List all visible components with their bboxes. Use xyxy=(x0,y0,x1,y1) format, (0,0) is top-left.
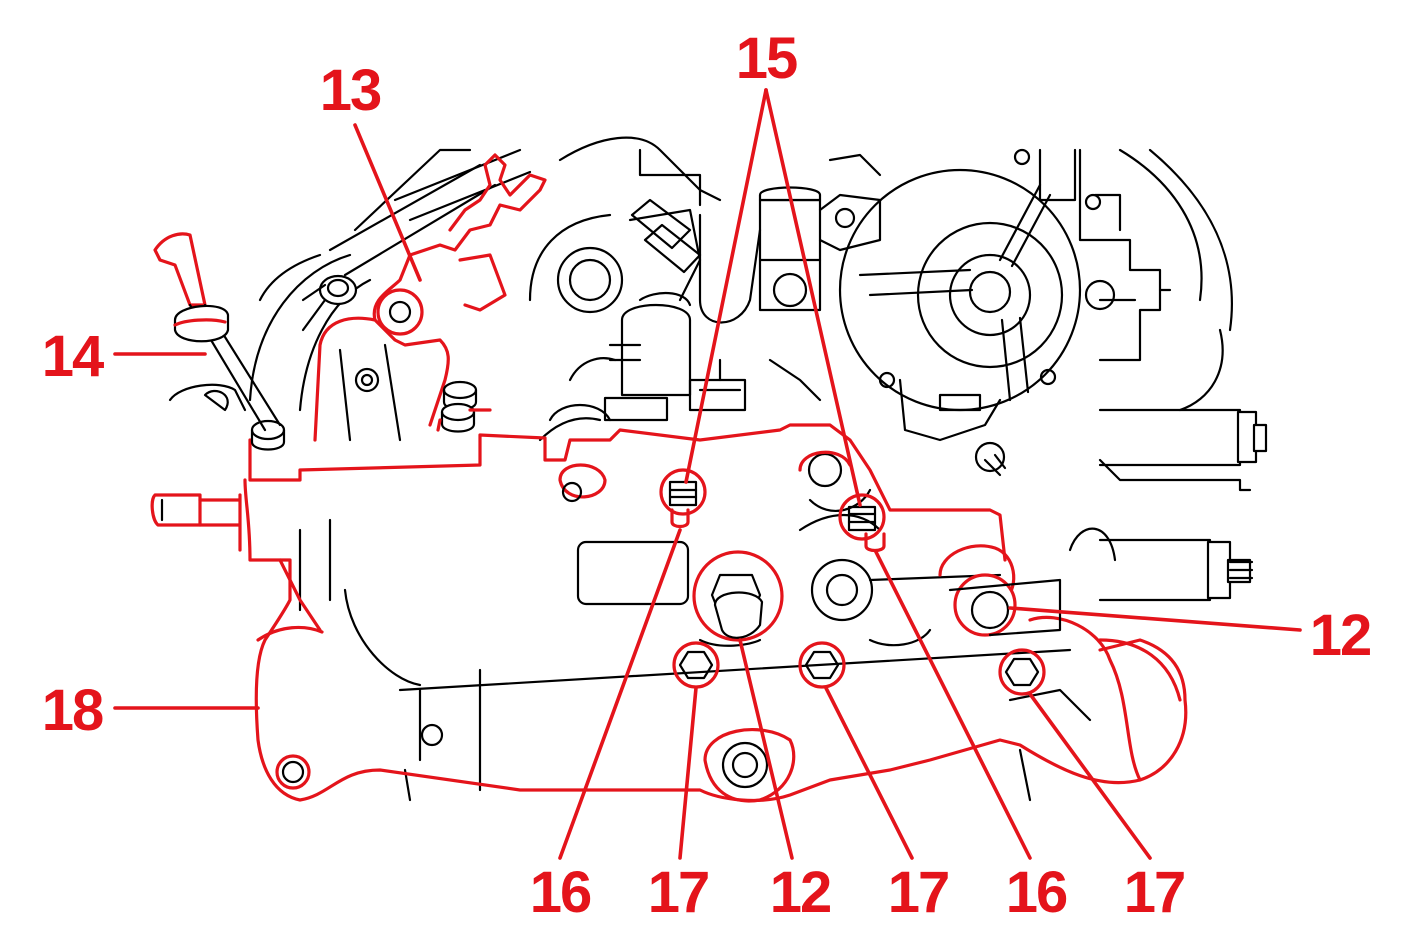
callout-17-b: 17 xyxy=(888,860,949,925)
leader-12-bottom xyxy=(738,638,794,860)
highlighted-components xyxy=(150,153,1188,803)
leader-17-b xyxy=(824,686,914,860)
callout-labels: 15 13 14 18 12 16 17 12 17 16 17 xyxy=(42,26,1373,925)
callout-16-right: 16 xyxy=(1006,860,1067,925)
leader-12-right xyxy=(1008,606,1302,632)
leader-15a xyxy=(684,88,768,484)
callout-13: 13 xyxy=(320,58,381,123)
leader-13 xyxy=(353,123,422,282)
leader-lines xyxy=(113,88,1302,860)
callout-15: 15 xyxy=(736,26,797,91)
leader-15b xyxy=(764,88,862,507)
callout-18: 18 xyxy=(42,678,103,743)
callout-17-a: 17 xyxy=(648,860,709,925)
leader-17-c xyxy=(1028,692,1152,860)
leader-16-left xyxy=(558,528,682,860)
callout-14: 14 xyxy=(42,324,104,389)
upper-housing-outline xyxy=(248,423,1007,562)
leader-16-right xyxy=(874,550,1032,860)
callout-12-right: 12 xyxy=(1310,603,1371,668)
callout-17-c: 17 xyxy=(1124,860,1185,925)
callout-12-bottom: 12 xyxy=(770,860,831,925)
housing-outline xyxy=(243,478,1188,803)
leader-17-a xyxy=(678,686,698,860)
callout-16-left: 16 xyxy=(530,860,591,925)
